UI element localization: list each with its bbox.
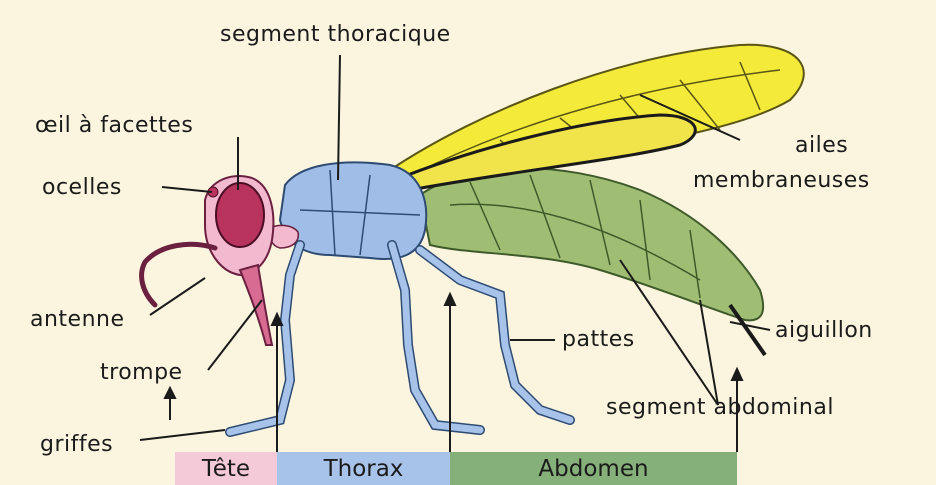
segment-tete: Tête [175, 452, 277, 485]
label-oeil-a-facettes: œil à facettes [35, 113, 193, 138]
leg-hind [420, 250, 570, 420]
label-aiguillon: aiguillon [775, 318, 873, 343]
label-pattes: pattes [562, 327, 635, 352]
proboscis-shape [240, 265, 272, 345]
label-ailes: ailes [795, 133, 848, 158]
label-trompe: trompe [100, 360, 183, 385]
label-membraneuses: membraneuses [693, 168, 870, 193]
label-ocelles: ocelles [42, 175, 122, 200]
label-segment-abdominal: segment abdominal [606, 395, 834, 420]
eye-shape [216, 183, 264, 247]
label-antenne: antenne [30, 307, 125, 332]
label-griffes: griffes [40, 432, 113, 457]
segment-thorax: Thorax [277, 452, 450, 485]
segment-abdomen: Abdomen [450, 452, 737, 485]
label-segment-thoracique: segment thoracique [220, 22, 451, 47]
